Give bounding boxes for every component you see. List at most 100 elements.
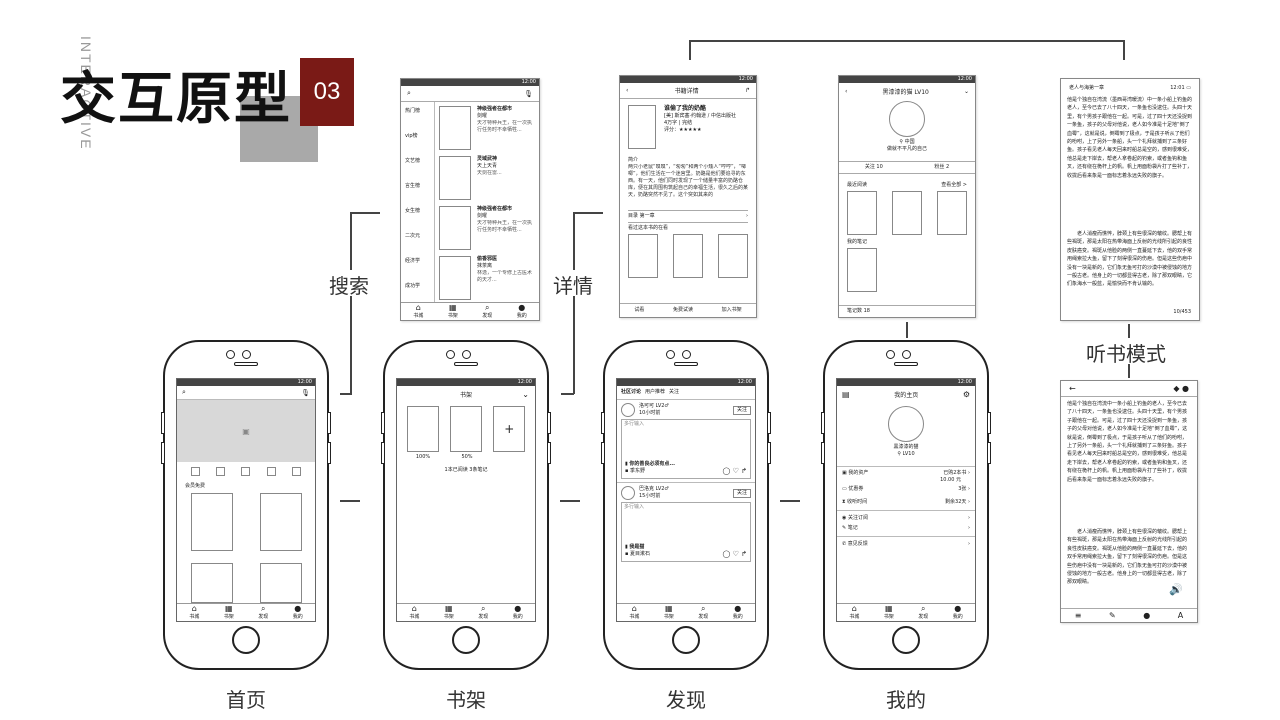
tab-mine[interactable]: ●我的 bbox=[732, 604, 743, 621]
book-cover[interactable] bbox=[892, 191, 922, 235]
tag-icon[interactable]: ◆ bbox=[1173, 384, 1180, 393]
tab-discover[interactable]: ⌕发现 bbox=[258, 604, 269, 621]
tab-discover[interactable]: ⌕发现 bbox=[482, 303, 493, 320]
book-cover[interactable] bbox=[449, 406, 482, 452]
tab-recommend[interactable]: 用户推荐 bbox=[645, 389, 666, 395]
share-icon[interactable]: ↱ bbox=[741, 467, 747, 475]
category-icon[interactable] bbox=[241, 467, 251, 476]
comment-icon[interactable]: ◯ bbox=[722, 550, 731, 558]
avatar[interactable] bbox=[888, 406, 924, 442]
book-cover[interactable] bbox=[673, 234, 703, 278]
tab-shelf[interactable]: ▦书架 bbox=[223, 604, 234, 621]
user-icon[interactable]: ● bbox=[1182, 384, 1189, 393]
back-icon[interactable]: ‹ bbox=[845, 87, 848, 95]
note-card[interactable] bbox=[847, 248, 877, 292]
book-cover[interactable] bbox=[259, 493, 302, 551]
avatar[interactable] bbox=[621, 486, 635, 500]
book-cover[interactable] bbox=[718, 234, 748, 278]
list-item[interactable]: 神级强者在都市 剑曜 天才特种兵王，在一次执行任务时不幸牺牲... bbox=[439, 106, 535, 156]
avatar[interactable] bbox=[621, 403, 635, 417]
home-button[interactable] bbox=[232, 626, 260, 654]
follow-button[interactable]: 关注 bbox=[732, 488, 751, 498]
follow-button[interactable]: 关注 bbox=[732, 405, 751, 415]
category-item[interactable]: 二次元 bbox=[405, 233, 421, 239]
chevron-down-icon[interactable]: ⌄ bbox=[522, 389, 529, 399]
category-item[interactable]: vip榜 bbox=[405, 133, 418, 139]
try-listen-button[interactable]: 试看 bbox=[634, 307, 645, 313]
book-cover[interactable] bbox=[628, 234, 658, 278]
mic-icon[interactable]: 🎙 bbox=[301, 388, 310, 397]
book-cover[interactable] bbox=[190, 493, 233, 551]
free-read-button[interactable]: 免费试读 bbox=[672, 307, 693, 313]
category-item[interactable]: 经济学 bbox=[405, 258, 421, 264]
banner-image[interactable]: ▣ bbox=[177, 400, 315, 462]
post-input[interactable]: 多行输入 ▮ 我是猫▪ 夏目漱石 ◯ ♡ ↱ bbox=[621, 502, 751, 562]
night-mode-icon[interactable]: ● bbox=[1143, 611, 1151, 620]
share-icon[interactable]: ↱ bbox=[741, 550, 747, 558]
category-icon[interactable] bbox=[291, 467, 301, 476]
tab-mine[interactable]: ●我的 bbox=[512, 604, 523, 621]
tab-community[interactable]: 社区讨论 bbox=[621, 389, 642, 395]
add-to-shelf-button[interactable]: 加入书架 bbox=[721, 307, 742, 313]
tab-mine[interactable]: ●我的 bbox=[292, 604, 303, 621]
category-icon[interactable] bbox=[266, 467, 276, 476]
book-cover[interactable] bbox=[406, 406, 439, 452]
chevron-down-icon[interactable]: ⌄ bbox=[963, 87, 969, 95]
tab-discover[interactable]: ⌕发现 bbox=[478, 604, 489, 621]
tab-shelf[interactable]: ▦书架 bbox=[883, 604, 894, 621]
back-icon[interactable]: ‹ bbox=[626, 87, 629, 94]
list-item[interactable]: 偷香邪医 抹茶离 林逸，一个专修上古医术的天才... bbox=[439, 256, 535, 306]
tab-bookstore[interactable]: ⌂书城 bbox=[189, 604, 200, 621]
category-icon[interactable] bbox=[191, 467, 201, 476]
tab-bookstore[interactable]: ⌂书城 bbox=[849, 604, 860, 621]
book-cover[interactable] bbox=[937, 191, 967, 235]
tab-mine[interactable]: ●我的 bbox=[952, 604, 963, 621]
tab-bookstore[interactable]: ⌂书城 bbox=[629, 604, 640, 621]
like-icon[interactable]: ♡ bbox=[732, 467, 739, 475]
gear-icon[interactable]: ⚙ bbox=[962, 389, 970, 399]
mic-icon[interactable]: 🎙 bbox=[524, 89, 533, 98]
menu-row-subscribe[interactable]: ◉ 关注订阅› bbox=[842, 515, 970, 521]
list-item[interactable]: 神级强者在都市 剑曜 天才特种兵王，在一次执行任务时不幸牺牲... bbox=[439, 206, 535, 256]
category-item[interactable]: 成功学 bbox=[405, 283, 421, 289]
avatar[interactable] bbox=[889, 101, 925, 137]
book-cover[interactable] bbox=[847, 191, 877, 235]
add-book-button[interactable]: + bbox=[493, 406, 526, 452]
tab-bookstore[interactable]: ⌂书城 bbox=[413, 303, 424, 320]
search-icon[interactable]: ⌕ bbox=[182, 388, 186, 396]
post-input[interactable]: 多行输入 ▮ 你的善良必须有点...▪ 季东野 ◯ ♡ ↱ bbox=[621, 419, 751, 479]
menu-row-assets[interactable]: ▣ 我的资产已购2本书 › bbox=[842, 470, 970, 476]
calendar-icon[interactable]: ▤ bbox=[842, 389, 850, 399]
category-icon[interactable] bbox=[216, 467, 226, 476]
tab-mine[interactable]: ●我的 bbox=[516, 303, 527, 320]
comment-icon[interactable]: ◯ bbox=[722, 467, 731, 475]
tab-shelf[interactable]: ▦书架 bbox=[443, 604, 454, 621]
back-arrow-icon[interactable]: ← bbox=[1069, 384, 1076, 393]
tab-bookstore[interactable]: ⌂书城 bbox=[409, 604, 420, 621]
tab-follow[interactable]: 关注 bbox=[669, 389, 680, 395]
menu-row-listen-time[interactable]: ⧗ 收听时间剩余32天 › bbox=[837, 495, 975, 511]
category-item[interactable]: 言生榜 bbox=[405, 183, 421, 189]
category-item[interactable]: 文艺榜 bbox=[405, 158, 421, 164]
like-icon[interactable]: ♡ bbox=[732, 550, 739, 558]
search-icon[interactable]: ⌕ bbox=[407, 89, 411, 97]
book-cover[interactable] bbox=[190, 563, 233, 603]
menu-row-notes[interactable]: ✎ 笔记› bbox=[837, 523, 975, 537]
home-button[interactable] bbox=[672, 626, 700, 654]
tab-shelf[interactable]: ▦书架 bbox=[663, 604, 674, 621]
fans-count[interactable]: 粉丝 2 bbox=[934, 164, 950, 170]
home-button[interactable] bbox=[892, 626, 920, 654]
menu-icon[interactable]: ≡ bbox=[1074, 611, 1082, 620]
category-item[interactable]: 女生榜 bbox=[405, 208, 421, 214]
menu-row-feedback[interactable]: ✆ 意见反馈› bbox=[842, 541, 970, 547]
toc-row[interactable]: 目录 第一章› bbox=[628, 210, 748, 223]
tab-discover[interactable]: ⌕发现 bbox=[698, 604, 709, 621]
tab-discover[interactable]: ⌕发现 bbox=[918, 604, 929, 621]
book-cover[interactable] bbox=[259, 563, 302, 603]
font-icon[interactable]: A bbox=[1177, 611, 1184, 620]
tab-shelf[interactable]: ▦书架 bbox=[447, 303, 458, 320]
brush-icon[interactable]: ✎ bbox=[1109, 611, 1116, 620]
category-item[interactable]: 热门榜 bbox=[405, 108, 421, 114]
follow-count[interactable]: 关注 10 bbox=[864, 164, 883, 170]
